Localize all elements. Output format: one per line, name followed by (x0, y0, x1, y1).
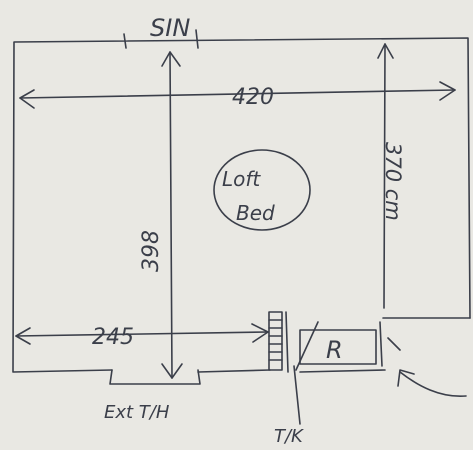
top-label: SIN (150, 14, 190, 42)
ext-wall-label: Ext T/H (104, 402, 170, 423)
room-label-line1: Loft (222, 167, 261, 191)
tk-pointer (293, 365, 301, 425)
room-label-line2: Bed (236, 201, 275, 225)
radiator-box (299, 329, 377, 365)
room-label-oval (213, 149, 311, 231)
depth-right-arrow (377, 43, 394, 59)
bottom-arrow-right (251, 323, 269, 343)
depth-left-arrow-bottom (161, 363, 183, 379)
width-arrow-left (19, 89, 35, 109)
tk-label: T/K (274, 426, 304, 447)
depth-right-label: 370 cm (381, 142, 405, 221)
bottom-dim-label: 245 (92, 325, 134, 350)
door-frame (268, 311, 283, 371)
radiator-label: R (326, 336, 343, 364)
bottom-dimension-line (15, 331, 269, 337)
radiator-end-marks (379, 321, 401, 367)
curved-arrow (399, 371, 467, 397)
ext-wall-bracket (109, 369, 201, 385)
door-jamb (285, 311, 289, 373)
width-dimension-line (19, 89, 456, 99)
depth-left-arrow-top (161, 51, 181, 67)
width-arrow-right (439, 81, 456, 101)
top-tick-marks (123, 29, 199, 49)
depth-left-line (169, 51, 173, 379)
width-label: 420 (232, 85, 274, 110)
curved-arrow-head (397, 369, 415, 387)
depth-right-line (383, 43, 386, 309)
depth-left-label: 398 (139, 230, 164, 272)
room-outline (12, 37, 471, 373)
bottom-arrow-left (15, 327, 31, 345)
door-hatch (268, 319, 283, 361)
radiator-slash (295, 321, 319, 371)
